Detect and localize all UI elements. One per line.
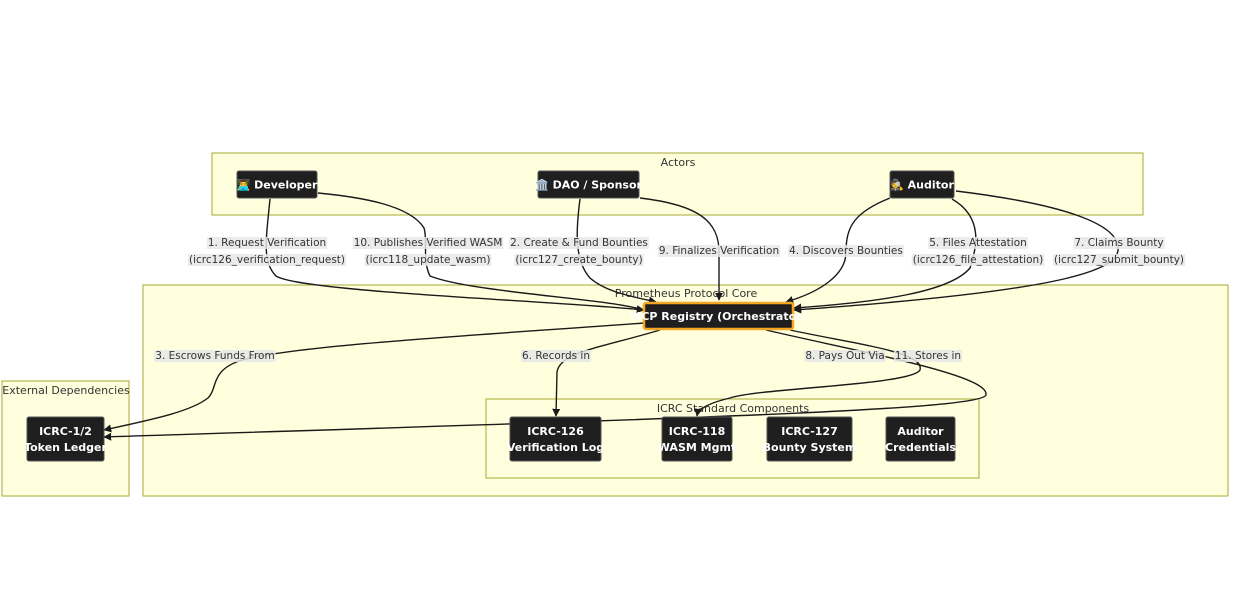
- node-mcp-line: MCP Registry (Orchestrator): [630, 310, 806, 323]
- edge-label-background: [509, 237, 649, 249]
- edge-claims-bounty: [793, 190, 1119, 314]
- edge-label-text: 6. Records in: [522, 350, 590, 362]
- node-icrc127-line: ICRC-127: [781, 425, 838, 438]
- edge-label-text: (icrc126_verification_request): [189, 254, 345, 266]
- edge-label-background: [1052, 254, 1186, 266]
- edge-label-background: [928, 237, 1028, 249]
- node-icrc118-line: ICRC-118: [669, 425, 726, 438]
- node-auditor[interactable]: 🕵️ Auditor: [889, 170, 955, 199]
- node-credentials-line: Credentials: [885, 441, 956, 454]
- edge-label-background: [187, 254, 347, 266]
- edge-stores-in: [694, 329, 921, 417]
- edge-label-background: [206, 237, 328, 249]
- edge-label-e7: 7. Claims Bounty (icrc127_submit_bounty): [1052, 237, 1186, 266]
- edge-label-background: [1073, 237, 1165, 249]
- edge-label-e9: 9. Finalizes Verification: [657, 245, 781, 257]
- node-mcp-registry[interactable]: MCP Registry (Orchestrator): [630, 301, 807, 331]
- edge-labels: 1. Request Verification (icrc126_verifica…: [154, 237, 1186, 362]
- cluster-actors-label: Actors: [661, 156, 696, 169]
- edge-files-attestation: [793, 198, 977, 312]
- edge-label-text: 4. Discovers Bounties: [789, 245, 903, 257]
- node-auditor-label: 🕵️ Auditor: [890, 179, 954, 192]
- edge-label-text: (icrc126_file_attestation): [913, 254, 1044, 266]
- edge-label-text: (icrc127_create_bounty): [515, 254, 642, 266]
- edge-label-text: 10. Publishes Verified WASM: [354, 237, 503, 249]
- edge-label-e11: 11. Stores in: [893, 350, 963, 362]
- edge-label-background: [911, 254, 1045, 266]
- edge-label-text: 1. Request Verification: [208, 237, 326, 249]
- edge-label-background: [352, 237, 504, 249]
- edge-label-background: [520, 350, 592, 362]
- node-icrc126-line: Verification Log: [507, 441, 604, 454]
- node-icrc118-line: WASM Mgmt: [658, 441, 736, 454]
- node-icrc126-line: ICRC-126: [527, 425, 584, 438]
- edge-label-text: 3. Escrows Funds From: [155, 350, 274, 362]
- edge-label-background: [788, 245, 904, 257]
- node-ledger-line: Token Ledger: [24, 441, 107, 454]
- edge-label-e4: 4. Discovers Bounties: [788, 245, 904, 257]
- node-mcp-label: MCP Registry (Orchestrator): [630, 310, 806, 323]
- edge-label-text: 5. Files Attestation: [929, 237, 1027, 249]
- edge-label-e2: 2. Create & Fund Bounties (icrc127_create…: [509, 237, 649, 266]
- node-dao-label: 🏛️ DAO / Sponsor: [535, 179, 642, 192]
- edge-label-e10: 10. Publishes Verified WASM (icrc118_upda…: [352, 237, 504, 266]
- edge-label-text: (icrc118_update_wasm): [365, 254, 490, 266]
- node-developer-label: 👨‍💻 Developer: [237, 179, 318, 192]
- edge-label-e3: 3. Escrows Funds From: [154, 350, 276, 362]
- node-dao-sponsor[interactable]: 🏛️ DAO / Sponsor: [535, 170, 643, 199]
- edge-label-text: (icrc127_submit_bounty): [1054, 254, 1184, 266]
- edge-label-text: 7. Claims Bounty: [1074, 237, 1163, 249]
- edge-label-background: [804, 350, 886, 362]
- node-developer[interactable]: 👨‍💻 Developer: [236, 170, 318, 199]
- edge-label-e1: 1. Request Verification (icrc126_verifica…: [187, 237, 347, 266]
- edge-label-text: 11. Stores in: [895, 350, 961, 362]
- edge-label-background: [893, 350, 963, 362]
- edge-label-background: [514, 254, 644, 266]
- node-credentials-line: Auditor: [897, 425, 944, 438]
- node-ledger-line: ICRC-1/2: [39, 425, 92, 438]
- node-dao-line: 🏛️ DAO / Sponsor: [535, 179, 642, 192]
- edge-label-text: 2. Create & Fund Bounties: [510, 237, 648, 249]
- edge-label-text: 9. Finalizes Verification: [659, 245, 779, 257]
- edge-label-e6: 6. Records in: [520, 350, 592, 362]
- node-auditor-line: 🕵️ Auditor: [890, 179, 954, 192]
- edge-label-text: 8. Pays Out Via: [805, 350, 884, 362]
- node-icrc127-line: Bounty System: [763, 441, 857, 454]
- cluster-external-label: External Dependencies: [2, 384, 130, 397]
- node-developer-line: 👨‍💻 Developer: [237, 179, 318, 192]
- edge-label-background: [657, 245, 781, 257]
- edge-label-e8: 8. Pays Out Via: [804, 350, 886, 362]
- edge-label-background: [364, 254, 492, 266]
- edge-label-e5: 5. Files Attestation (icrc126_file_attest…: [911, 237, 1045, 266]
- edge-label-background: [154, 350, 276, 362]
- edge-create-fund-bounties: [576, 198, 657, 305]
